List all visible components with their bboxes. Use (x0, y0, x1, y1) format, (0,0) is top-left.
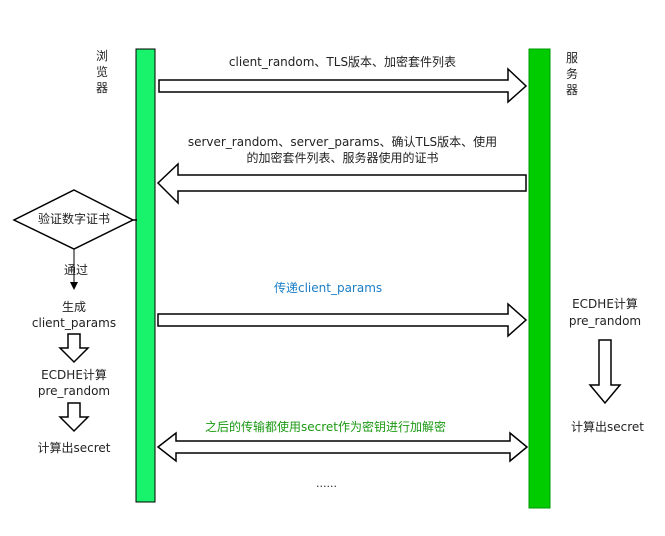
browser-secret-label: 计算出secret (37, 441, 111, 455)
browser-lane-title: 浏览器 (95, 49, 108, 95)
verify-certificate-label: 验证数字证书 (37, 212, 110, 226)
pass-label: 通过 (64, 263, 89, 277)
pass-arrow-head (70, 282, 78, 290)
browser-down-arrow-2 (58, 402, 90, 433)
generate-params-label-line2: client_params (31, 316, 117, 330)
arrow-server-hello (156, 162, 527, 205)
server-ecdhe-label-line2: pre_random (568, 314, 642, 328)
browser-ecdhe-label-line1: ECDHE计算 (41, 368, 107, 382)
server-lane-title: 服务器 (565, 51, 578, 97)
browser-lifeline (135, 48, 156, 503)
browser-down-arrow-1 (58, 333, 90, 364)
ellipsis-label: ...... (316, 477, 337, 490)
arrow-encrypted-transfer (156, 431, 529, 463)
message-server-hello-label-line2: 的加密套件列表、服务器使用的证书 (246, 151, 439, 165)
generate-params-label-line1: 生成 (61, 300, 86, 314)
server-secret-label: 计算出secret (571, 420, 644, 434)
arrow-client-params (157, 302, 528, 338)
message-encrypted-label: 之后的传输都使用secret作为密钥进行加解密 (205, 420, 446, 434)
browser-ecdhe-label-line2: pre_random (37, 384, 111, 398)
server-lifeline (528, 48, 551, 509)
server-down-arrow (588, 339, 622, 405)
message-client-params-label: 传递client_params (274, 281, 383, 295)
message-server-hello-label-line1: server_random、server_params、确认TLS版本、使用 (187, 135, 498, 149)
server-ecdhe-label-line1: ECDHE计算 (572, 297, 638, 311)
arrow-client-hello (158, 67, 528, 104)
message-client-hello-label: client_random、TLS版本、加密套件列表 (228, 55, 457, 69)
